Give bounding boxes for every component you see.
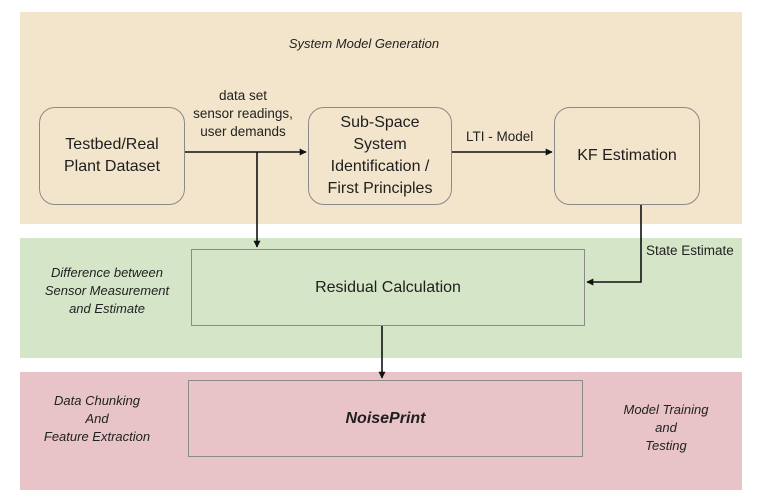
difference-label: Difference between Sensor Measurement an… [44,265,170,316]
noiseprint-box: NoisePrint [188,380,583,457]
system-model-title: System Model Generation [288,36,440,51]
noiseprint-label: NoisePrint [345,409,426,427]
subspace-box: Sub-Space System Identification / First … [308,107,452,205]
subspace-box-label: Sub-Space System Identification / First … [327,114,433,197]
kf-estimation-box-label: KF Estimation [577,147,677,164]
dataset-edge-label: data set sensor readings, user demands [193,88,293,139]
lti-model-label: LTI - Model [466,129,534,144]
model-training-label: Model Training and Testing [623,402,709,453]
data-chunking-label: Data Chunking And Feature Extraction [43,393,151,444]
residual-calculation-box: Residual Calculation [191,249,585,326]
kf-estimation-box: KF Estimation [554,107,700,205]
dataset-box: Testbed/Real Plant Dataset [39,107,185,205]
dataset-box-label: Testbed/Real Plant Dataset [63,136,161,175]
arrow-kf-to-residual [586,205,642,286]
state-estimate-label: State Estimate [646,243,734,258]
residual-calculation-label: Residual Calculation [315,278,461,296]
